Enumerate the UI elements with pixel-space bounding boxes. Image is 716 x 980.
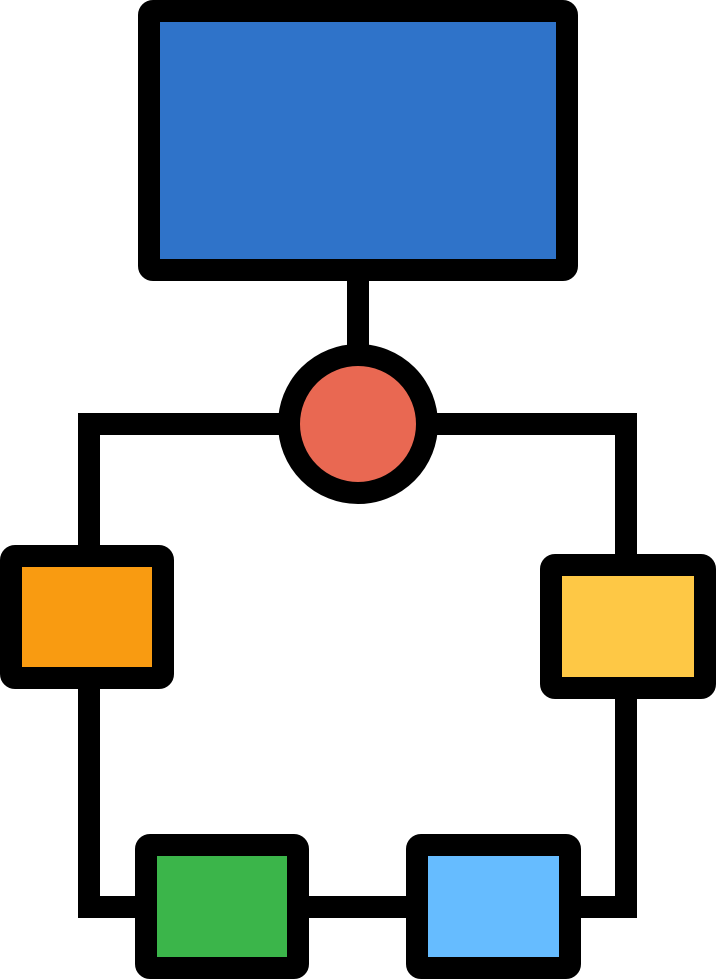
- connector-lines: [78, 268, 637, 918]
- connector-hub-to-right: [427, 413, 637, 567]
- bottom-left-square-node: [135, 834, 309, 979]
- top-rectangle-node: [138, 0, 578, 281]
- connector-left-to-bottom-left: [78, 676, 150, 918]
- left-square-node: [0, 545, 174, 689]
- bottom-right-square-node: [406, 834, 581, 979]
- connector-hub-to-left: [78, 413, 290, 558]
- connector-bottom-right-to-right: [568, 686, 637, 918]
- right-square-node: [540, 554, 716, 699]
- hub-circle-node: [278, 344, 438, 504]
